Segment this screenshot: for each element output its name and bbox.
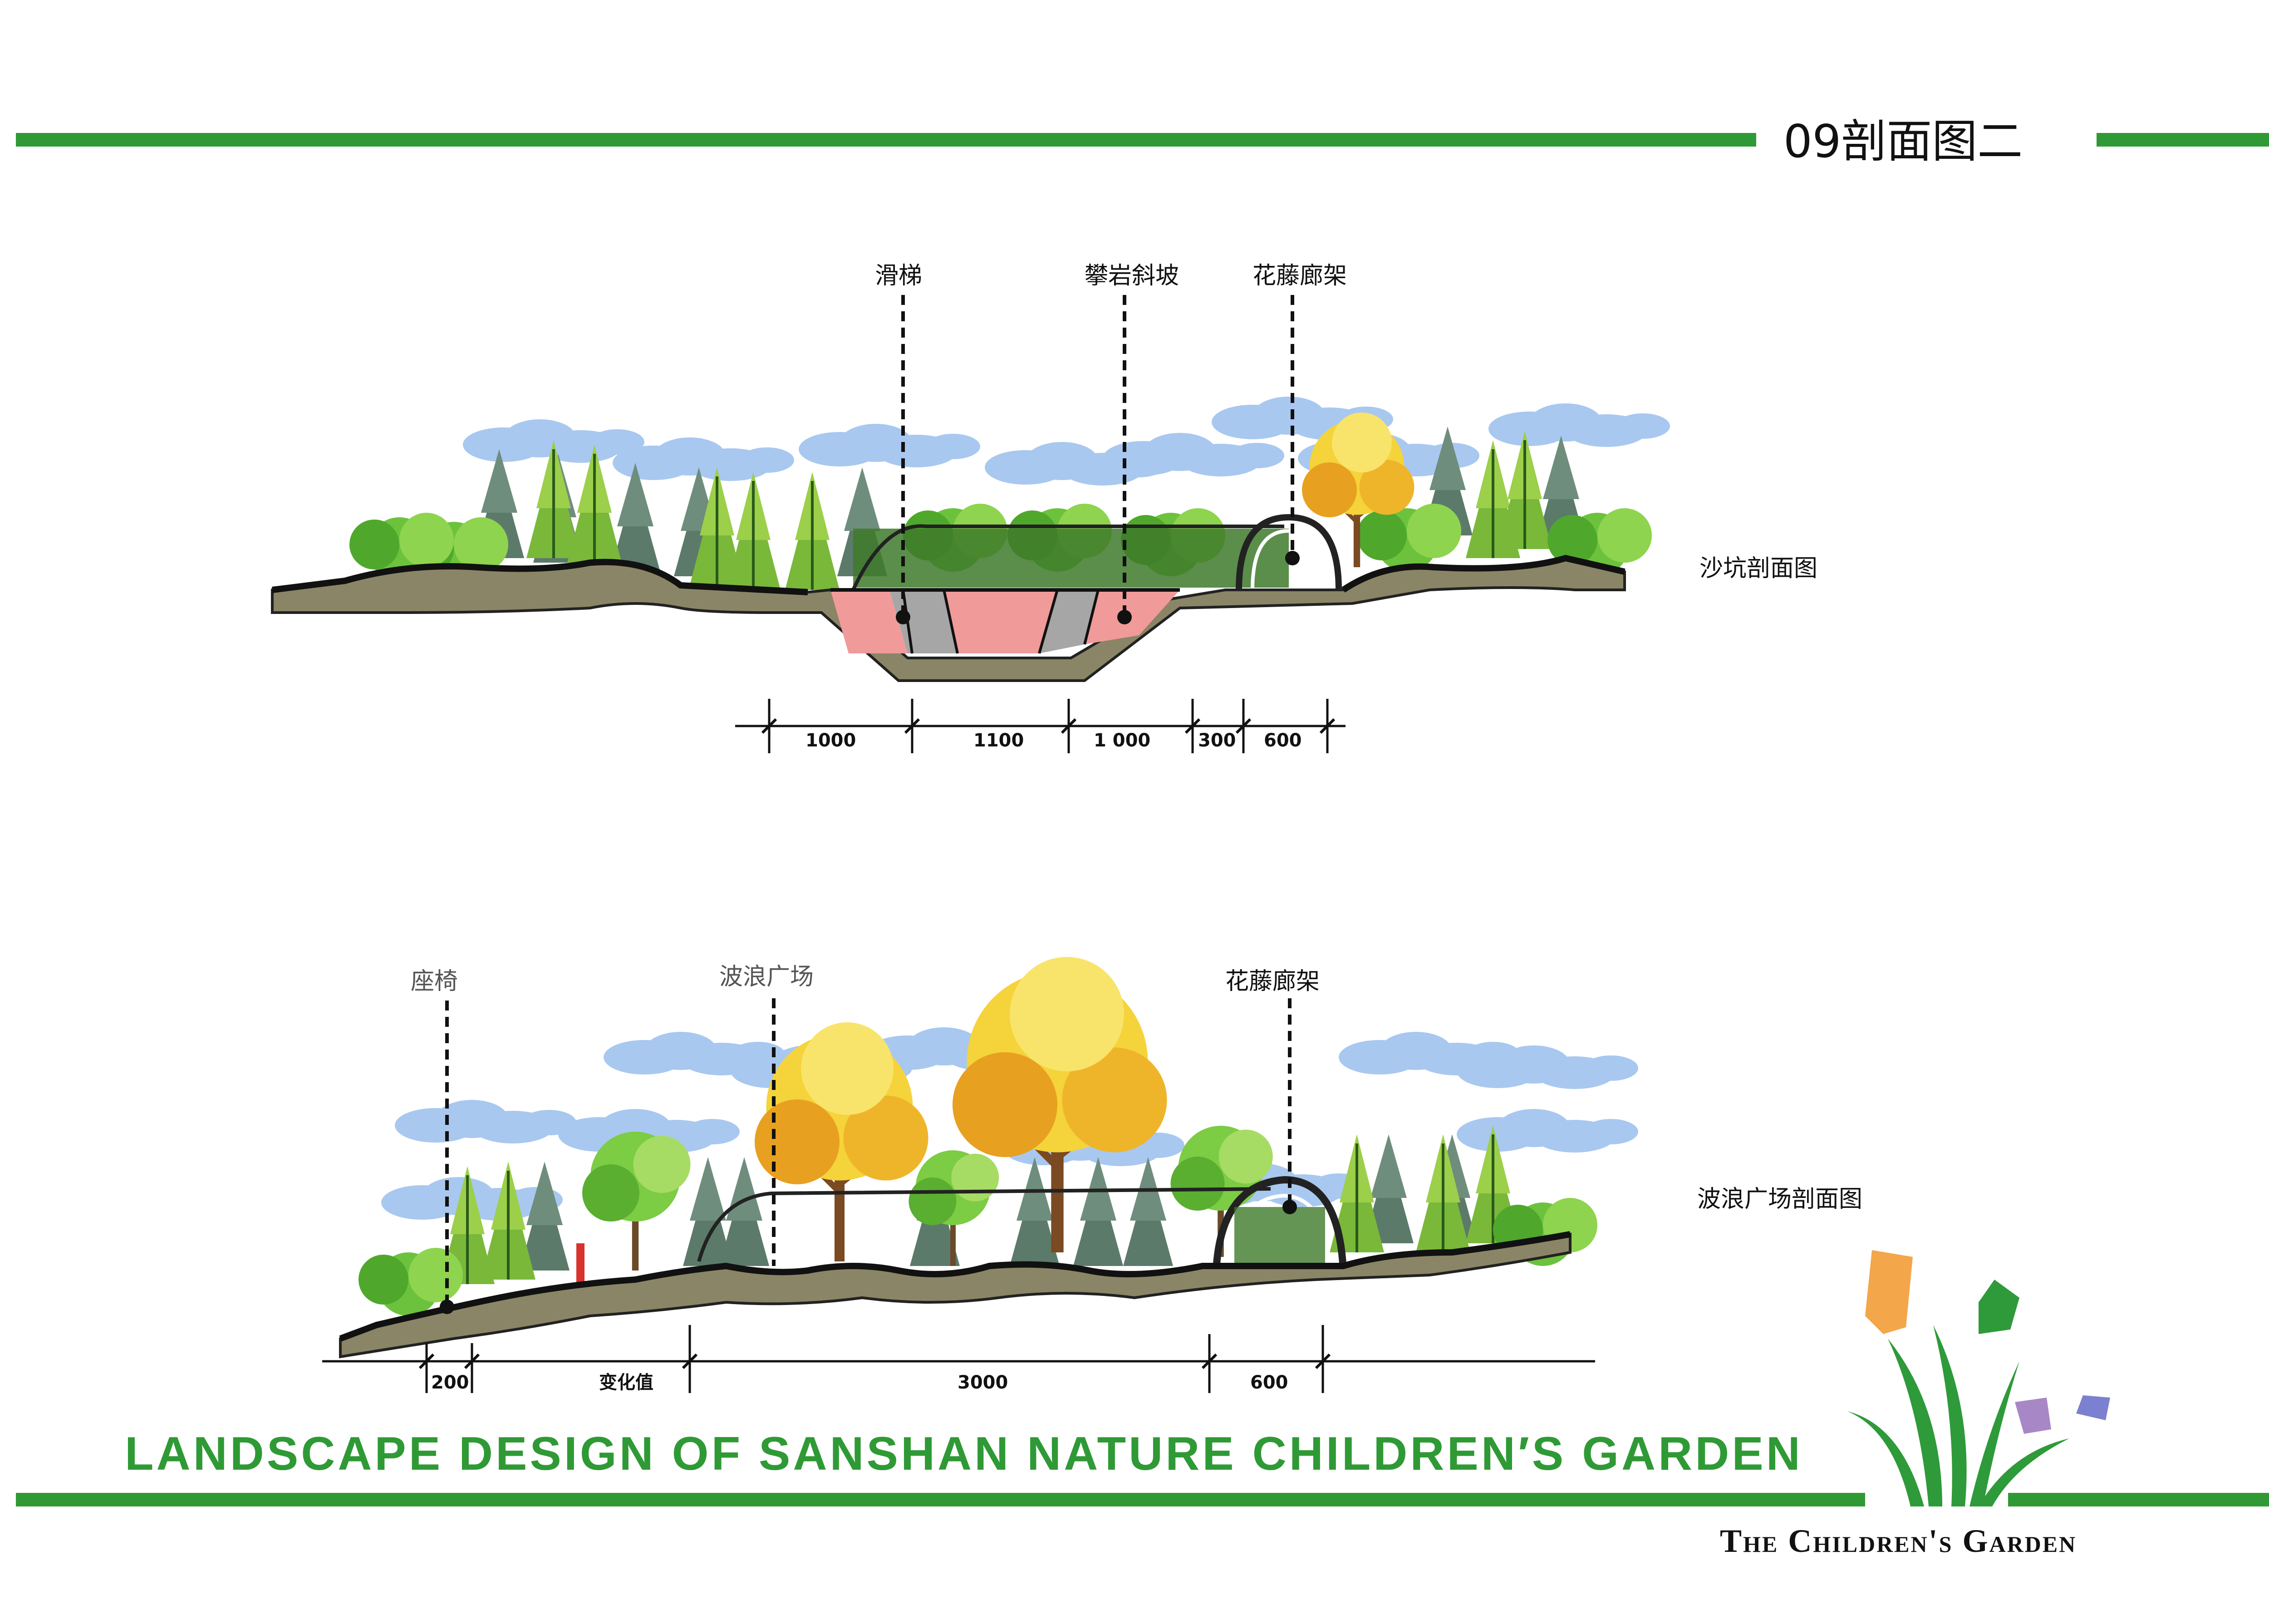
section-label-wave-plaza: 波浪广场剖面图 [1697, 1186, 1863, 1213]
dim-sandpit-3: 1 000 [1094, 730, 1150, 751]
header-rule-left [16, 133, 1756, 147]
dimension-line-sandpit: 1000 1100 1 000 300 600 [735, 699, 1346, 753]
dim-sandpit-2: 1100 [973, 730, 1024, 751]
footer-rule-right [2008, 1493, 2269, 1506]
callout-wave-plaza: 波浪广场 [719, 963, 814, 991]
page-title: 09剖面图二 [1783, 115, 2023, 168]
dim-sandpit-5: 600 [1264, 730, 1302, 751]
dimension-line-wave-plaza: 200 变化值 3000 600 [322, 1325, 1595, 1393]
dim-wave-1: 200 [431, 1372, 469, 1393]
dim-sandpit-4: 300 [1198, 730, 1236, 751]
section-wave-plaza: 200 变化值 3000 600 [322, 957, 1638, 1393]
callout-bench: 座椅 [411, 968, 458, 995]
section-sandpit: 1000 1100 1 000 300 600 [271, 295, 1670, 753]
callout-flower-trellis-1: 花藤廊架 [1252, 262, 1347, 289]
section-label-sandpit: 沙坑剖面图 [1699, 555, 1818, 582]
children-garden-logo [1847, 1250, 2110, 1506]
dim-wave-3: 3000 [958, 1372, 1008, 1393]
callout-climbing-slope: 攀岩斜坡 [1085, 262, 1179, 289]
footer-title: LANDSCAPE DESIGN OF SANSHAN NATURE CHILD… [125, 1428, 1803, 1480]
dim-wave-2: 变化值 [599, 1372, 653, 1393]
header-rule-right [2097, 133, 2269, 147]
callout-flower-trellis-2: 花藤廊架 [1225, 968, 1320, 995]
dim-sandpit-1: 1000 [805, 730, 856, 751]
dim-wave-4: 600 [1250, 1372, 1288, 1393]
brand-text: The Children's Garden [1720, 1523, 2077, 1559]
callout-slide: 滑梯 [875, 262, 923, 289]
footer-rule-left [16, 1493, 1865, 1506]
